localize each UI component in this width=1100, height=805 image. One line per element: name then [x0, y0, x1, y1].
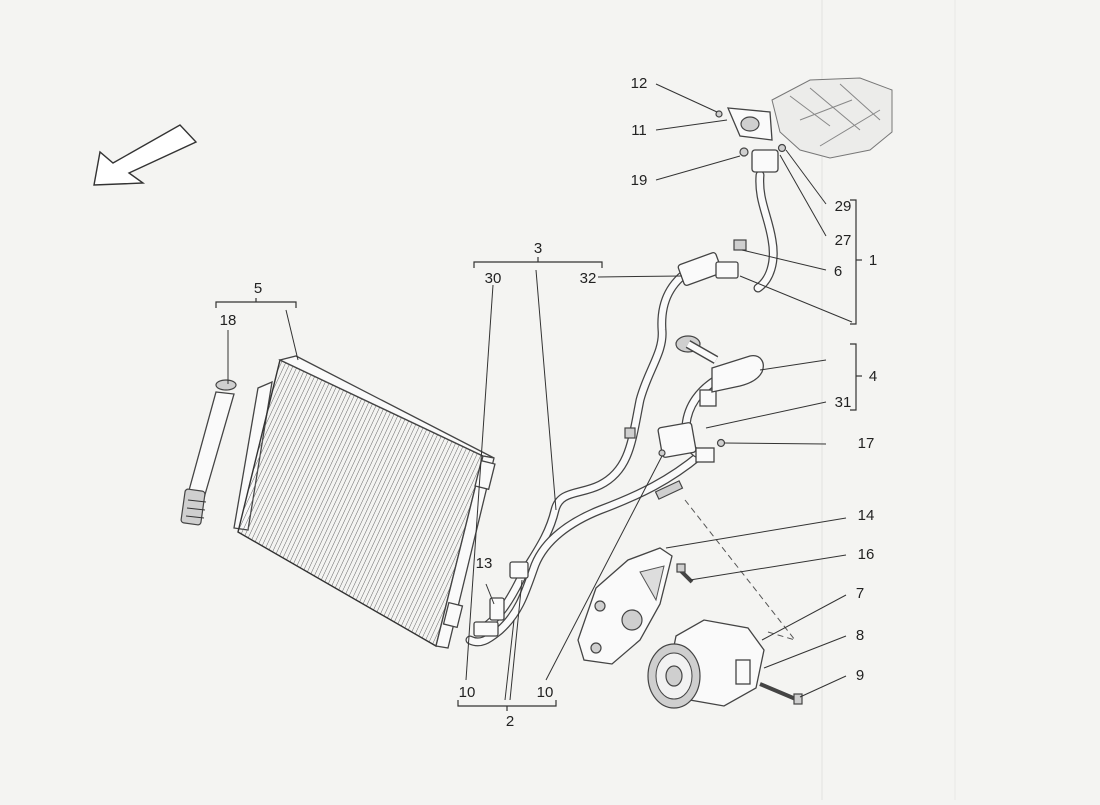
callout-8: 8	[856, 627, 864, 644]
callout-7: 7	[856, 585, 864, 602]
callout-18: 18	[220, 312, 237, 329]
callout-labels: 12 11 19 29 27 1 6 4 31 17 14 16 7 8 9 3…	[220, 75, 878, 730]
callout-2: 2	[506, 713, 514, 730]
line-filter	[675, 335, 764, 393]
callout-11: 11	[631, 122, 647, 139]
ac-compressor	[647, 619, 803, 709]
callout-4: 4	[869, 368, 877, 385]
callout-6: 6	[834, 263, 842, 280]
callout-16: 16	[858, 546, 875, 563]
condenser-assembly	[233, 355, 496, 649]
callout-5: 5	[254, 280, 262, 297]
callout-31: 31	[835, 394, 852, 411]
callout-19: 19	[631, 172, 648, 189]
callout-29: 29	[835, 198, 852, 215]
callout-12: 12	[631, 75, 648, 92]
callout-17: 17	[858, 435, 875, 452]
front-direction-arrow-icon	[93, 124, 198, 186]
leader-lines	[227, 83, 853, 701]
screw-10	[658, 449, 666, 457]
callout-9: 9	[856, 667, 864, 684]
callout-30: 30	[485, 270, 502, 287]
callout-14: 14	[858, 507, 875, 524]
callout-3: 3	[534, 240, 542, 257]
receiver-drier	[180, 379, 237, 526]
callout-1: 1	[869, 252, 877, 269]
callout-13: 13	[476, 555, 493, 572]
callout-32: 32	[580, 270, 597, 287]
compressor-bracket	[577, 547, 673, 665]
evaporator-connection	[715, 77, 893, 173]
callout-10-right: 10	[537, 684, 554, 701]
callout-10-left: 10	[459, 684, 476, 701]
group-braces	[215, 199, 862, 711]
callout-27: 27	[835, 232, 852, 249]
guide-lines	[684, 499, 796, 641]
screw-17	[716, 438, 726, 448]
bolt-16	[676, 563, 694, 584]
